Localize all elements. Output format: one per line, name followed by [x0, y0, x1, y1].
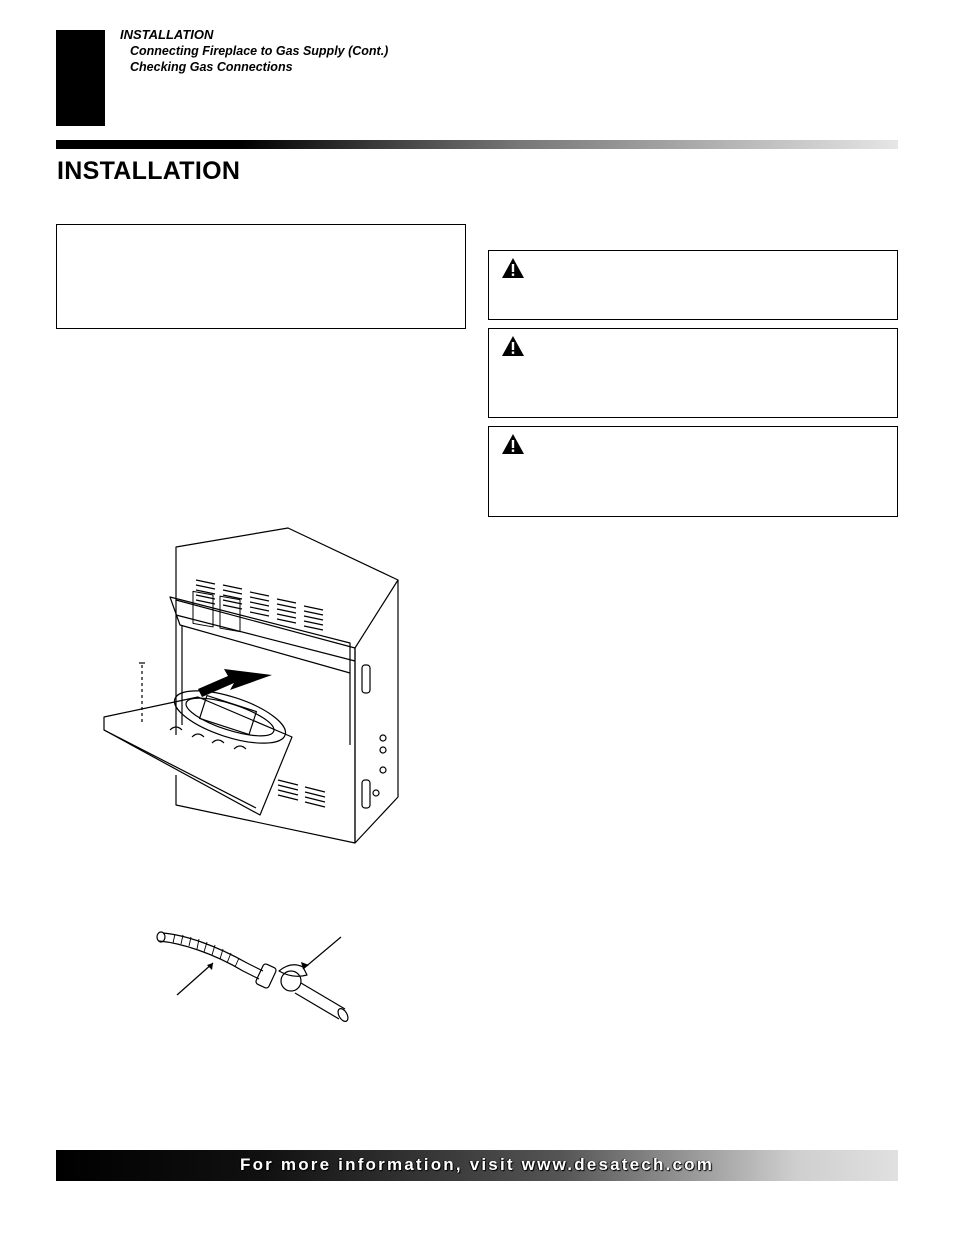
warning-triangle-icon — [502, 258, 524, 278]
warning-box-1 — [488, 250, 898, 320]
warning-box-3 — [488, 426, 898, 517]
header-subtopic-2: Checking Gas Connections — [130, 60, 293, 74]
warning-box-2 — [488, 328, 898, 418]
header-subtopic-1: Connecting Fireplace to Gas Supply (Cont… — [130, 44, 389, 58]
header-rule — [56, 140, 898, 149]
section-tab-block — [56, 30, 105, 126]
warning-triangle-icon — [502, 336, 524, 356]
page-title: INSTALLATION — [57, 157, 241, 185]
footer-website-text: For more information, visit www.desatech… — [239, 1155, 715, 1174]
header-section: INSTALLATION — [120, 27, 214, 42]
gas-connector-valve-figure — [156, 931, 349, 1022]
fireplace-burner-figure — [103, 527, 399, 844]
footer-bar: For more information, visit www.desatech… — [56, 1150, 898, 1181]
notice-box — [56, 224, 466, 329]
warning-triangle-icon — [502, 434, 524, 454]
